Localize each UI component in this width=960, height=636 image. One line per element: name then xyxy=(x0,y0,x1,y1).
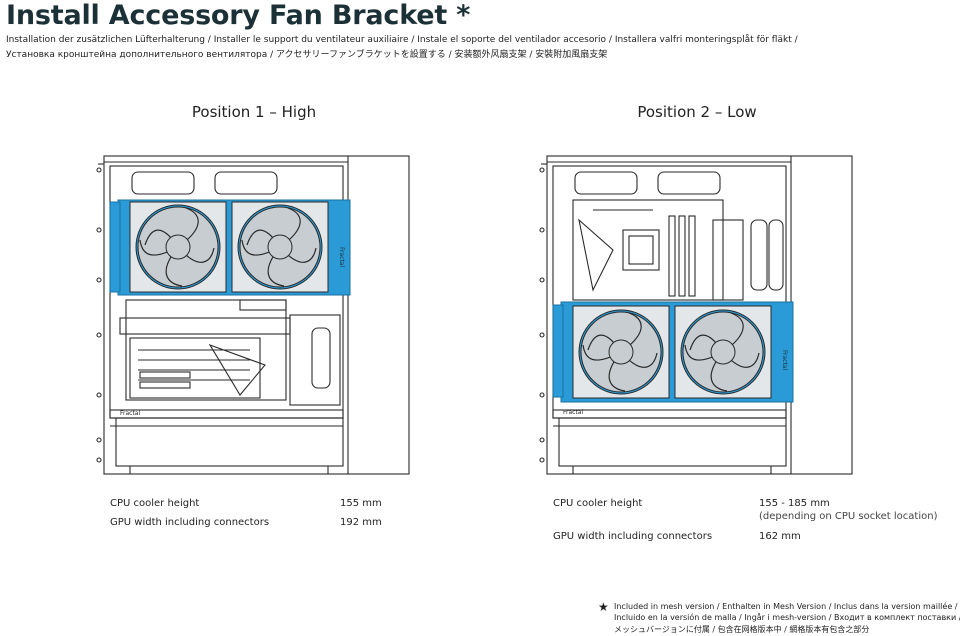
bracket-brand-label: Fractal xyxy=(338,247,345,267)
case-brand-label: Fractal xyxy=(563,409,583,416)
subtitle-line-1: Installation der zusätzlichen Lüfterhalt… xyxy=(6,35,798,45)
subtitle-line-2: Установка кронштейна дополнительного вен… xyxy=(6,50,608,60)
position-1-title: Position 1 – High xyxy=(191,103,317,121)
spec-label: GPU width including connectors xyxy=(553,531,713,542)
spec-label: GPU width including connectors xyxy=(110,517,270,528)
spec-value: 155 mm xyxy=(340,498,382,509)
fan-right-low xyxy=(674,305,772,399)
footnote-line-3: メッシュバージョンに付属 / 包含在网格版本中 / 網格版本有包含之部分 xyxy=(614,625,870,634)
spec-note: (depending on CPU socket location) xyxy=(759,511,938,522)
spec-label: CPU cooler height xyxy=(110,498,200,509)
spec-label: CPU cooler height xyxy=(553,498,643,509)
spec-value: 192 mm xyxy=(340,517,382,528)
fan-left xyxy=(129,201,227,293)
footnote-line-2: Incluido en la versión de malla / Ingår … xyxy=(614,613,960,622)
spec-value: 162 mm xyxy=(759,531,801,542)
fan-left-low xyxy=(572,305,670,399)
footnote-line-1: Included in mesh version / Enthalten in … xyxy=(614,602,958,611)
case-diagram-position-low: Fractal Fractal xyxy=(539,155,853,475)
spec-value: 155 - 185 mm xyxy=(759,498,830,509)
case-brand-label: Fractal xyxy=(120,410,140,417)
bracket-brand-label: Fractal xyxy=(781,350,788,370)
position-2-title: Position 2 – Low xyxy=(637,103,757,121)
footnote-star-icon: ★ xyxy=(598,600,609,614)
fan-right xyxy=(231,201,329,293)
page-title: Install Accessory Fan Bracket * xyxy=(6,0,471,31)
case-diagram-position-high: Fractal Fractal xyxy=(96,155,410,475)
